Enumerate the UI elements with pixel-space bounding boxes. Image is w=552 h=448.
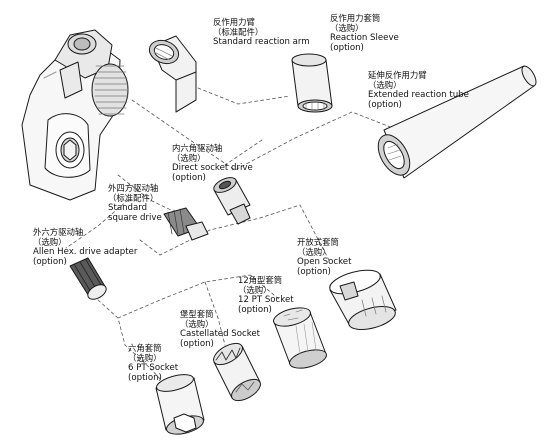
label-en: Reaction Sleeve xyxy=(330,33,399,43)
label-cn-note: （选购） xyxy=(238,285,272,295)
reaction-arm-part xyxy=(148,35,197,113)
label-castellated-socket: 堡型套筒 （选购） Castellated Socket (option) xyxy=(180,309,260,349)
label-en-option: (option) xyxy=(172,173,206,183)
label-cn: 堡型套筒 xyxy=(180,309,214,319)
12pt-socket-part xyxy=(273,307,327,369)
label-cn-note: （选购） xyxy=(297,247,331,257)
label-cn: 反作用力臂 xyxy=(213,17,255,27)
label-en-option: (option) xyxy=(297,267,331,277)
direct-socket-drive-part xyxy=(213,177,251,225)
label-12pt-socket: 12角型套筒 （选购） 12 PT Socket (option) xyxy=(238,275,294,315)
label-en: Castellated Socket xyxy=(180,329,261,339)
square-drive-part xyxy=(163,207,209,241)
label-cn-note: （标准配件） xyxy=(108,193,159,203)
label-open-socket: 开放式套筒 （选购） Open Socket (option) xyxy=(297,237,351,277)
label-cn: 反作用力套筒 xyxy=(330,13,381,23)
label-cn: 六角套筒 xyxy=(128,343,162,353)
label-en-option: (option) xyxy=(368,100,402,110)
6pt-socket-part xyxy=(155,374,205,435)
open-socket-part xyxy=(329,269,397,330)
label-en: Extended reaction tube xyxy=(368,90,469,100)
label-extended-reaction-tube: 延伸反作用力臂 （选购） Extended reaction tube (opt… xyxy=(368,70,469,110)
hex-drive-part xyxy=(69,257,107,300)
label-cn: 外六方驱动轴 xyxy=(33,227,84,237)
label-en: 6 PT Socket xyxy=(128,363,179,373)
extended-tube-part xyxy=(377,65,537,179)
label-cn: 延伸反作用力臂 xyxy=(368,70,427,80)
label-en-option: (option) xyxy=(128,373,162,383)
label-cn: 外四方驱动轴 xyxy=(108,183,159,193)
label-cn: 内六角驱动轴 xyxy=(172,143,223,153)
label-en: Standard reaction arm xyxy=(213,37,310,47)
torque-wrench xyxy=(21,29,129,201)
reaction-sleeve-part xyxy=(291,53,333,113)
label-standard-square-drive: 外四方驱动轴 （标准配件） Standard square drive xyxy=(108,183,162,223)
label-en: 12 PT Socket xyxy=(238,295,294,305)
label-cn-note: （选购） xyxy=(128,353,162,363)
label-cn: 12角型套筒 xyxy=(238,275,283,285)
label-en: Standard xyxy=(108,203,148,213)
label-cn-note: （选购） xyxy=(180,319,214,329)
label-reaction-sleeve: 反作用力套筒 （选购） Reaction Sleeve (option) xyxy=(330,13,399,53)
label-en-option: (option) xyxy=(180,339,214,349)
label-cn-note: （选购） xyxy=(330,23,364,33)
label-en-option: (option) xyxy=(238,305,272,315)
label-6pt-socket: 六角套筒 （选购） 6 PT Socket (option) xyxy=(128,343,178,383)
label-en-option: (option) xyxy=(330,43,364,53)
label-allen-hex-drive-adapter: 外六方驱动轴 （选购） Allen Hex. drive adapter (op… xyxy=(33,227,137,267)
label-direct-socket-drive: 内六角驱动轴 （选购） Direct socket drive (option) xyxy=(172,143,253,183)
label-cn-note: （标准配件） xyxy=(213,27,264,37)
label-en: Open Socket xyxy=(297,257,352,267)
label-en: Direct socket drive xyxy=(172,163,253,173)
label-en-line2: square drive xyxy=(108,213,162,223)
castellated-socket-part xyxy=(213,342,261,402)
label-cn-note: （选购） xyxy=(33,237,67,247)
label-cn-note: （选购） xyxy=(172,153,206,163)
label-en: Allen Hex. drive adapter xyxy=(33,247,138,257)
label-standard-reaction-arm: 反作用力臂 （标准配件） Standard reaction arm xyxy=(213,17,310,47)
label-cn: 开放式套筒 xyxy=(297,237,339,247)
label-cn-note: （选购） xyxy=(368,80,402,90)
label-en-option: (option) xyxy=(33,257,67,267)
